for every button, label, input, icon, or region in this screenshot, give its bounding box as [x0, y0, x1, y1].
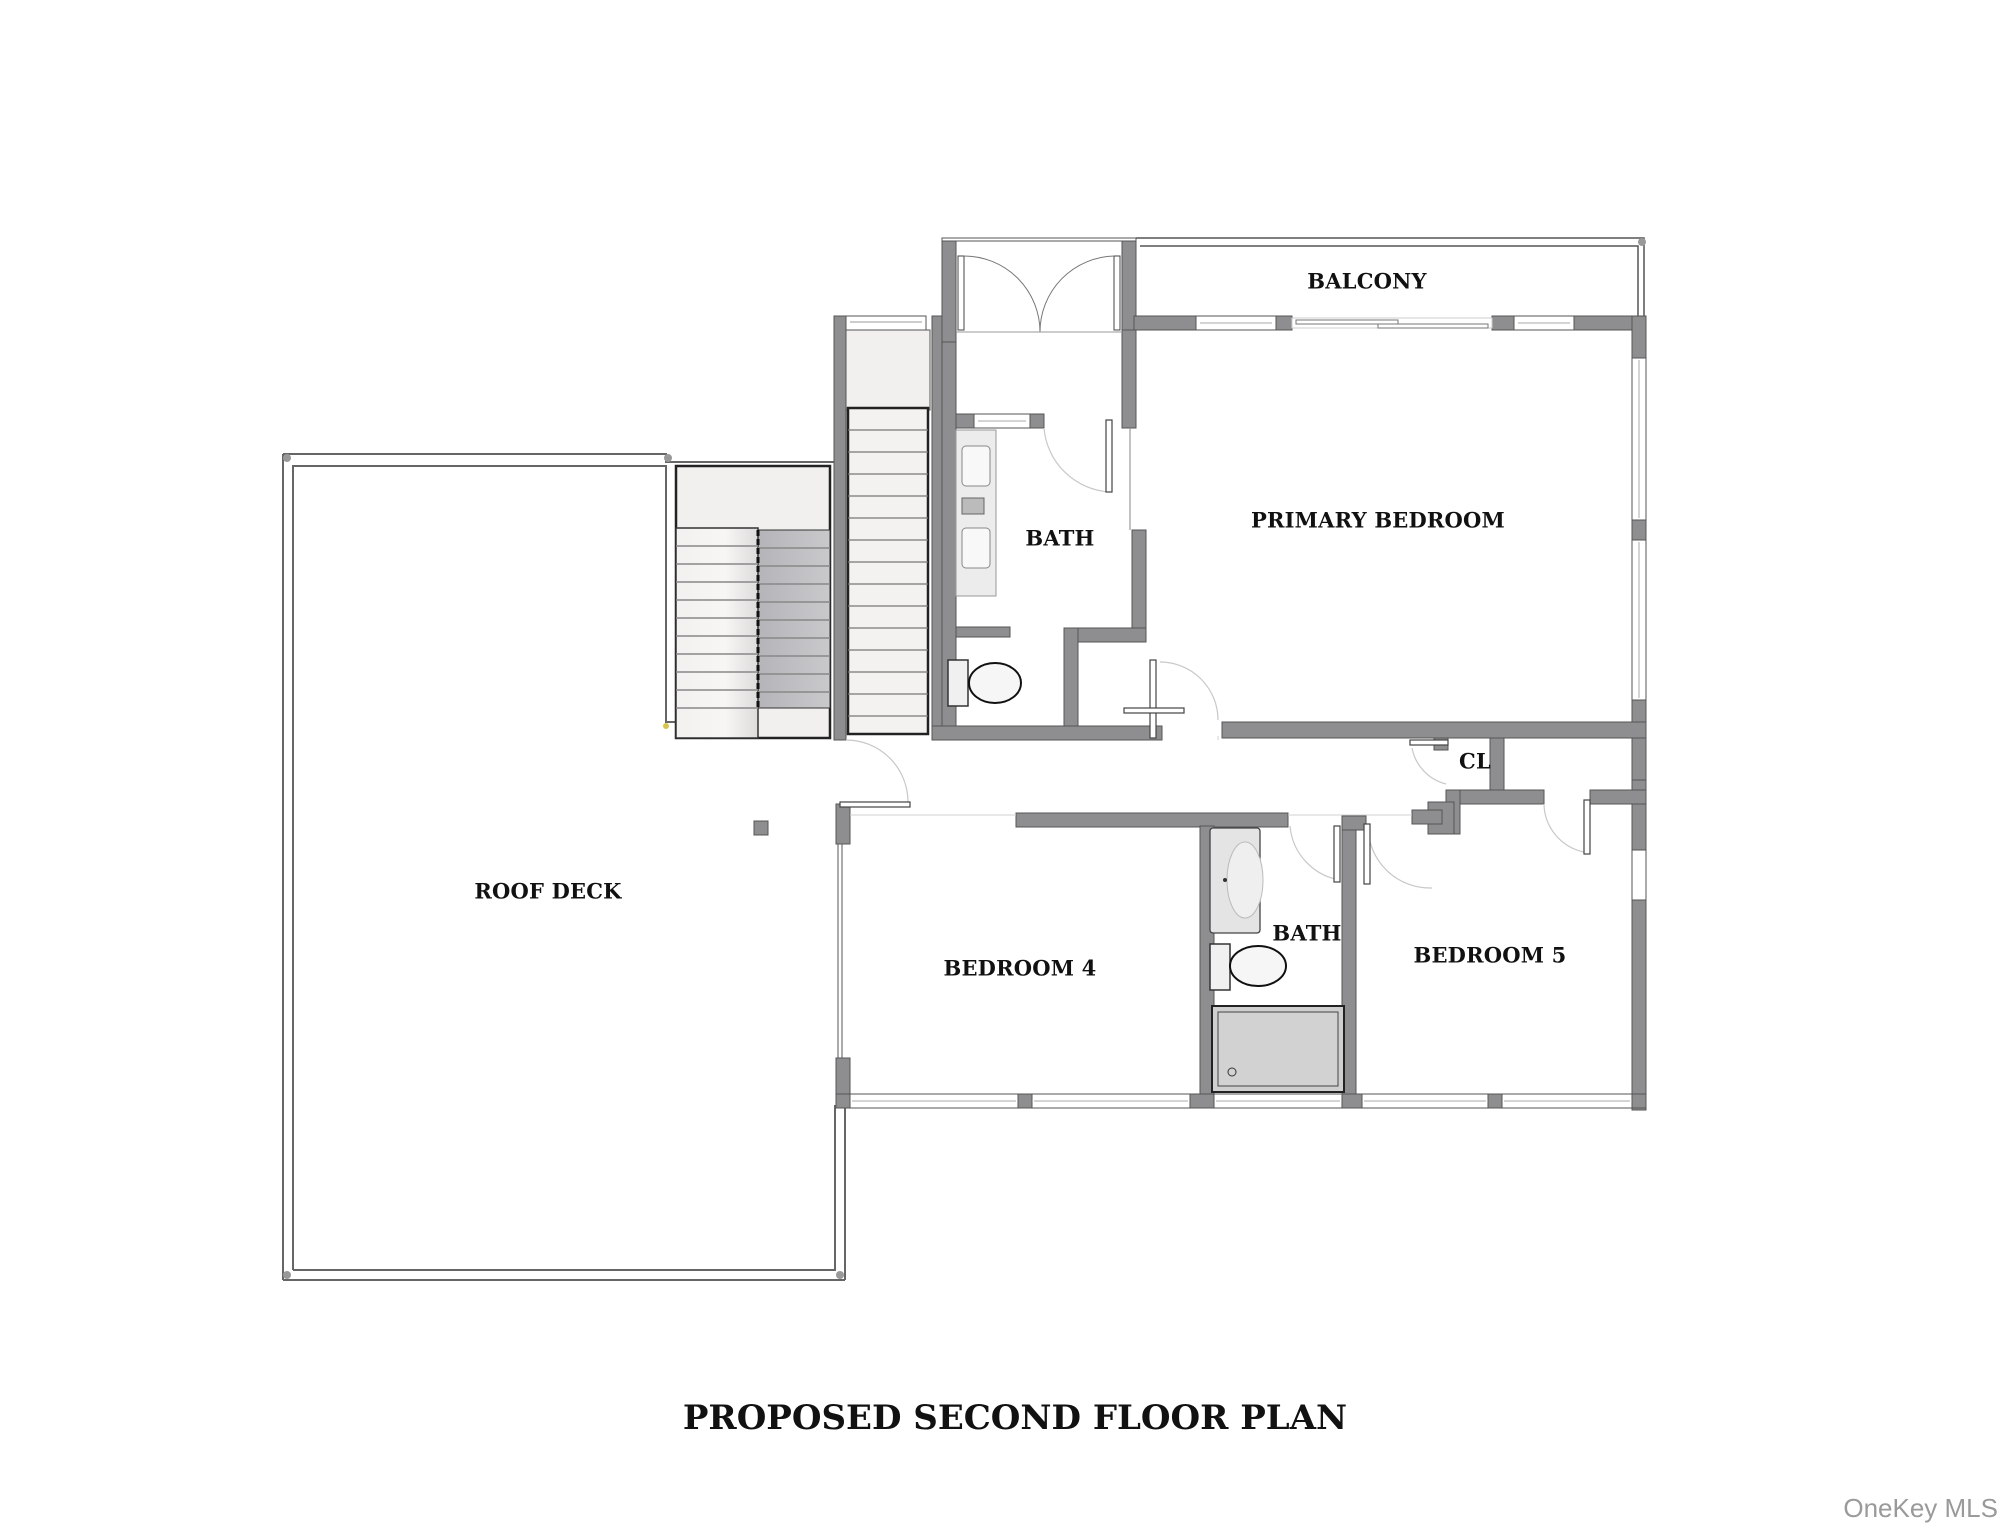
room-label-primary-bedroom: PRIMARY BEDROOM	[1251, 507, 1505, 533]
watermark: OneKey MLS	[1843, 1493, 1998, 1523]
room-label-primary-bath: BATH	[1025, 525, 1095, 551]
room-label-hall-bath: BATH	[1272, 920, 1342, 946]
hallway-lines	[850, 736, 1412, 816]
roof-deck-outline	[282, 453, 846, 1281]
hall-bath-vanity-icon	[1209, 827, 1264, 934]
windows	[837, 315, 1647, 1109]
deck-post-icon	[753, 820, 769, 836]
room-label-balcony: BALCONY	[1307, 268, 1427, 294]
stair-center-icon	[833, 315, 931, 741]
primary-bath-vanity-icon	[955, 429, 997, 597]
stair-left-icon	[663, 464, 832, 740]
hall-bath-shower-icon	[1211, 1005, 1345, 1093]
primary-bath-toilet-icon	[947, 659, 1022, 707]
room-label-bedroom-4: BEDROOM 4	[943, 955, 1097, 981]
room-label-closet: CL	[1459, 748, 1491, 774]
room-label-bedroom-5: BEDROOM 5	[1413, 942, 1567, 968]
room-label-roof-deck: ROOF DECK	[474, 878, 622, 904]
french-doors-icon	[956, 255, 1122, 333]
plan-title: PROPOSED SECOND FLOOR PLAN	[682, 1398, 1348, 1438]
hall-bath-toilet-icon	[1209, 943, 1287, 991]
door-swings	[839, 419, 1591, 889]
balcony-outline	[1136, 237, 1646, 316]
